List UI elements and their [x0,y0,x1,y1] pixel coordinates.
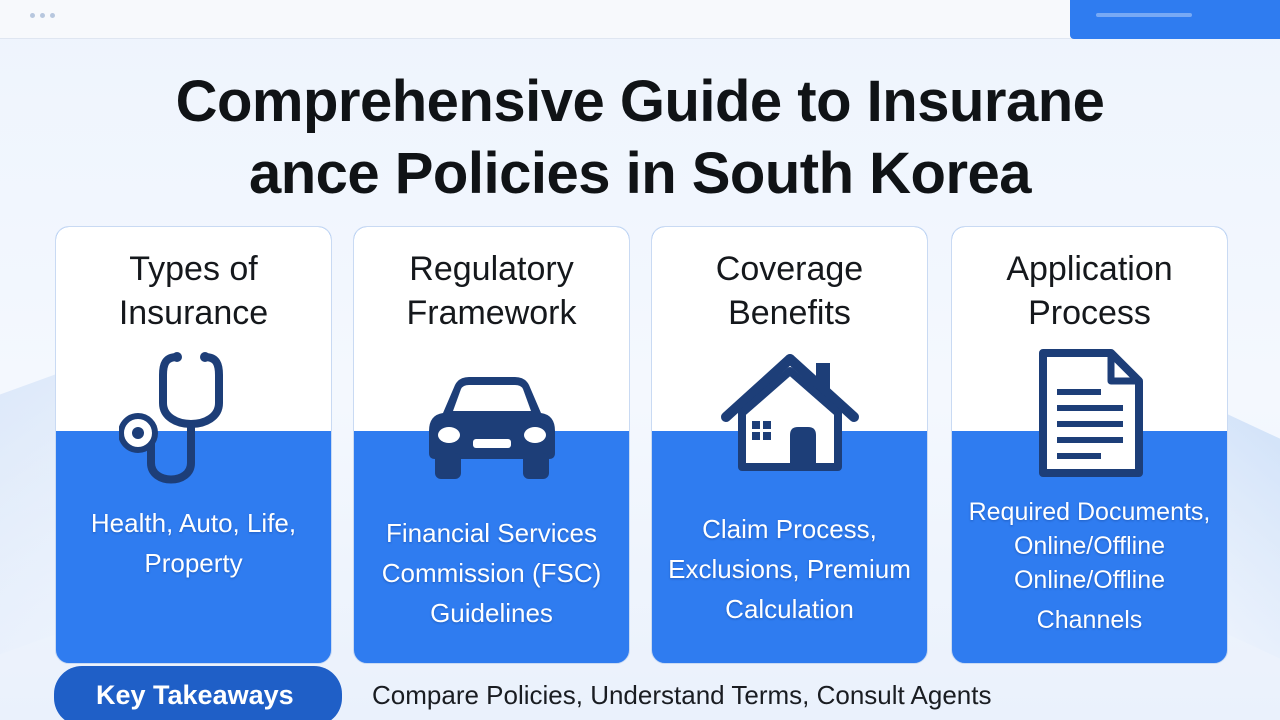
card-body-text: Required Documents, Online/Offline Onlin… [968,498,1211,634]
top-action-button[interactable] [1070,0,1280,39]
car-icon [428,377,555,479]
card-coverage-benefits[interactable]: Coverage Benefits Claim Process, Exclusi… [651,226,928,664]
title-line-2: ance Policies in South Korea [248,141,1032,206]
house-icon [720,354,859,471]
card-heading: Regulatory Framework [406,250,577,332]
card-types-of-insurance[interactable]: Types of Insurance Health, Auto, Life, P… [55,226,332,664]
card-heading: Types of Insurance [118,250,269,332]
window-dots-icon [30,13,55,18]
top-bar [0,0,1280,39]
card-body-text: Financial Services Commission (FSC) Guid… [381,518,602,628]
card-application-process[interactable]: Application Process Required Documents, … [951,226,1228,664]
card-heading: Application Process [1006,250,1173,332]
card-body-text: Health, Auto, Life, Property [90,508,297,578]
card-body-text: Claim Process, Exclusions, Premium Calcu… [668,514,911,624]
key-takeaways-text: Compare Policies, Understand Terms, Cons… [372,680,992,710]
title-line-1: Comprehensive Guide to Insurane [175,69,1105,134]
card-regulatory-framework[interactable]: Regulatory Framework Financial Services … [353,226,630,664]
document-icon [1038,349,1143,477]
card-heading: Coverage Benefits [715,250,864,332]
stethoscope-icon [118,352,223,484]
key-takeaways-badge: Key Takeaways [54,666,342,720]
card-top-panel [56,227,331,431]
page-title: Comprehensive Guide to Insurane ance Pol… [40,66,1240,210]
